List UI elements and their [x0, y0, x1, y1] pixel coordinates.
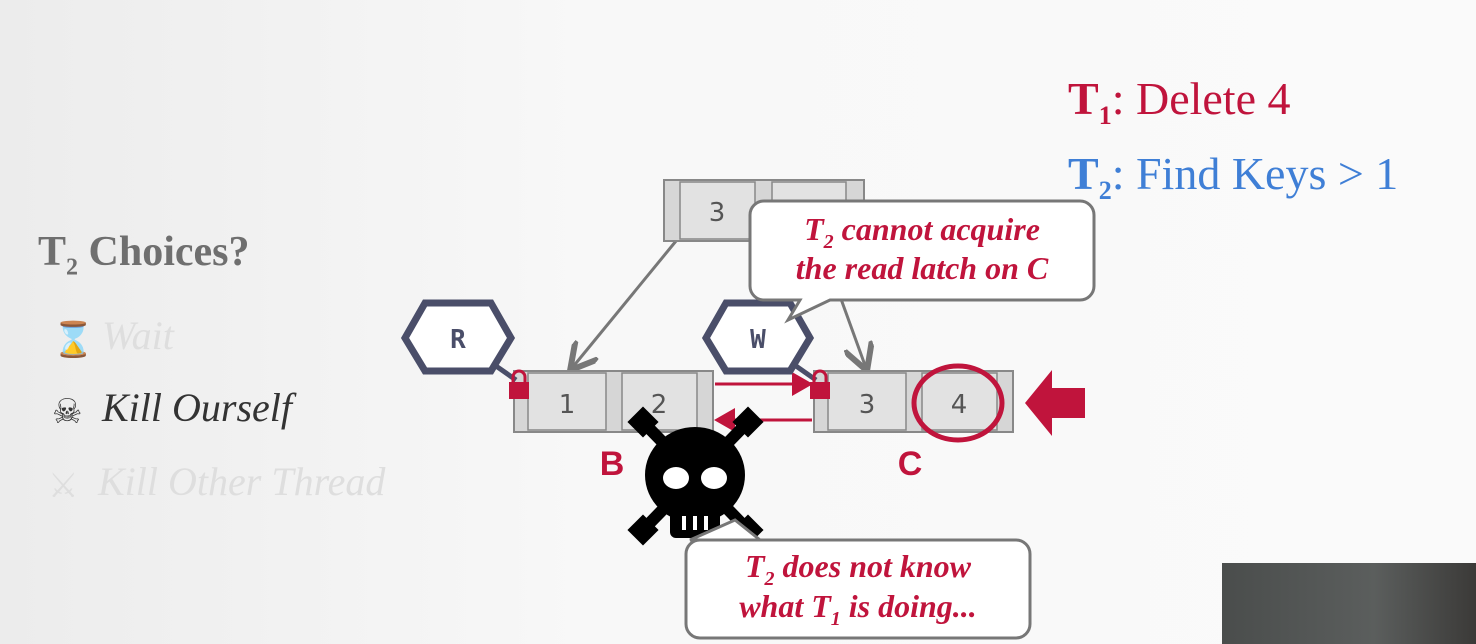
svg-text:4: 4 — [951, 390, 968, 420]
highlight-circle — [911, 363, 1005, 443]
svg-text:T2 does not know: T2 does not know — [745, 548, 972, 590]
skull-crossbones-icon — [627, 406, 764, 546]
edge-root-b — [572, 240, 678, 368]
lock-icon — [509, 369, 529, 399]
svg-text:3: 3 — [709, 198, 726, 228]
write-latch-badge: W — [701, 299, 818, 383]
choices-title: T2 Choices? — [38, 229, 250, 281]
node-b: 1 2 — [513, 370, 714, 433]
option-kill-ourself: ☠Kill Ourself — [52, 385, 293, 431]
webcam-overlay — [1222, 563, 1476, 644]
svg-text:2: 2 — [651, 390, 668, 420]
svg-text:R: R — [450, 325, 466, 355]
svg-text:W: W — [750, 325, 766, 355]
svg-text:T2 cannot acquire: T2 cannot acquire — [804, 211, 1040, 253]
callout-unknown: T2 does not know what T1 is doing... — [684, 518, 1032, 640]
pointer-arrow-icon — [1025, 370, 1085, 436]
lock-icon — [810, 369, 830, 399]
node-b-label: B — [600, 445, 625, 483]
svg-text:3: 3 — [859, 390, 876, 420]
node-c-label: C — [898, 445, 923, 483]
task-t1: T1: Delete 4 — [1068, 73, 1291, 131]
task-t2: T2: Find Keys > 1 — [1068, 148, 1399, 206]
fight-icon: ⚔ — [48, 467, 79, 505]
callout-latch: T2 cannot acquire the read latch on C — [748, 199, 1096, 324]
svg-text:what T1 is doing...: what T1 is doing... — [739, 588, 977, 630]
hourglass-icon: ⌛ — [52, 321, 95, 359]
skull-crossbones-icon: ☠ — [52, 393, 83, 431]
read-latch-badge: R — [400, 299, 518, 383]
svg-text:the read latch on C: the read latch on C — [796, 250, 1049, 286]
svg-text:1: 1 — [559, 390, 576, 420]
option-wait: ⌛Wait — [52, 313, 174, 359]
option-kill-other-thread: ⚔Kill Other Thread — [48, 459, 386, 505]
